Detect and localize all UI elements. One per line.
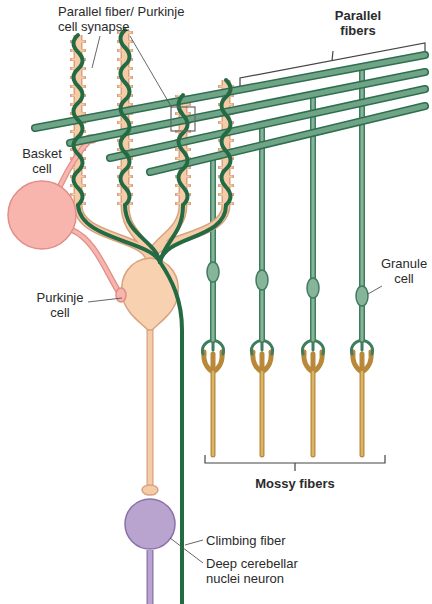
leader-line <box>368 286 382 294</box>
leader-lines <box>88 36 382 563</box>
granule-cell-body <box>356 286 368 306</box>
synapse-highlight-box <box>171 107 195 131</box>
mossy-fibers <box>204 352 371 455</box>
mossy-fiber-core <box>213 372 362 455</box>
leader-line <box>92 36 100 68</box>
basket-terminal <box>116 288 126 302</box>
granule-cell-body <box>256 270 268 290</box>
group-label: Mossy fibers <box>255 476 335 491</box>
leader-line <box>185 540 203 545</box>
granule-cell-body <box>207 262 219 282</box>
purkinje-terminal <box>142 485 158 495</box>
granule-cell-body <box>307 278 319 298</box>
cell-label: Granule cell <box>378 256 430 286</box>
climbing-fiber-twine <box>121 30 130 205</box>
climbing-fiber-twine <box>222 80 231 205</box>
climbing-fiber-branch <box>78 205 160 262</box>
parallel-fibers-bracket <box>240 43 425 86</box>
fiber-label: Climbing fiber <box>206 533 336 548</box>
climbing-fiber-trunk <box>160 262 182 604</box>
leader-line <box>130 36 172 108</box>
group-label: Parallel fibers <box>318 8 398 38</box>
leader-line <box>170 538 203 563</box>
deep-nuclei-neuron <box>125 499 175 549</box>
cell-label: Purkinje cell <box>30 290 90 320</box>
mossy-fibers-bracket <box>205 455 385 471</box>
climbing-fiber-branch <box>160 205 226 262</box>
cell-label: Deep cerebellar nuclei neuron <box>206 556 310 586</box>
climbing-fiber-twine <box>74 35 83 205</box>
purkinje-soma <box>122 258 179 330</box>
purkinje-axon <box>148 318 153 486</box>
deep-neuron-axon <box>148 550 153 604</box>
synapse-label: Parallel fiber/ Purkinje cell synapse <box>58 4 192 34</box>
climbing-fiber-branch <box>125 205 160 262</box>
climbing-fiber <box>74 30 231 604</box>
basket-cell-body <box>8 181 76 249</box>
purkinje-axon-outline <box>147 318 154 486</box>
climbing-fiber-twine <box>179 95 188 205</box>
cell-label: Basket cell <box>12 146 72 176</box>
deep-neuron-axon-outline <box>147 550 154 604</box>
leader-line <box>88 298 122 302</box>
